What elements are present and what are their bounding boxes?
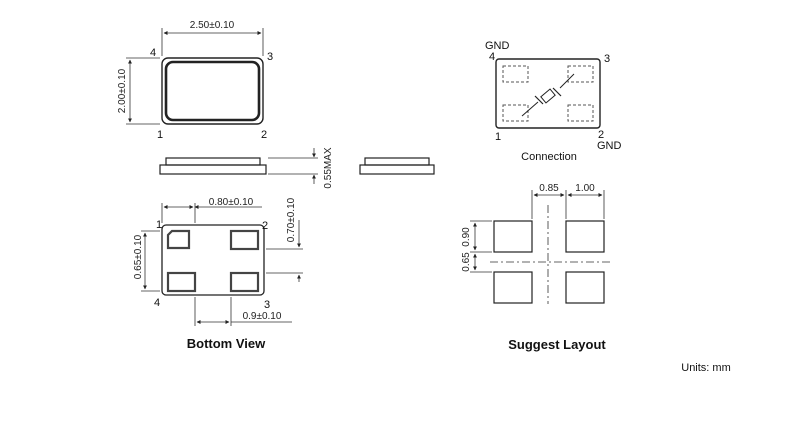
- layout-gap-dimension: 0.85: [539, 183, 559, 194]
- bottom-pin-3: 3: [264, 299, 270, 311]
- bottom-pad-3: [229, 271, 260, 293]
- side-view-end-lid: [364, 157, 430, 166]
- top-view-lid: [164, 60, 261, 122]
- pad-spacing-dimension: 0.65±0.10: [133, 234, 144, 279]
- layout-pad-height-dimension: 0.90: [461, 227, 472, 247]
- connection-diagram: GND 4 3 1 2 GND Connection: [485, 40, 622, 163]
- bottom-view-caption: Bottom View: [187, 336, 266, 351]
- connection-pad-1: [502, 104, 529, 122]
- connection-pad-2: [567, 104, 594, 122]
- top-view: 2.50±0.10 2.00±0.10 4 3 1 2: [117, 20, 273, 141]
- top-view-outline: [161, 57, 264, 125]
- pad-width-dimension: 0.9±0.10: [243, 311, 282, 322]
- top-pin-4: 4: [150, 47, 156, 59]
- top-pin-3: 3: [267, 51, 273, 63]
- layout-pad-top-left: [493, 220, 533, 253]
- suggest-layout: 0.85 1.00 0.90 0.65 Suggest Layout: [461, 183, 610, 352]
- side-view-lid: [165, 157, 261, 166]
- thickness-dimension: 0.55MAX: [323, 147, 334, 188]
- side-view-end-body: [359, 164, 435, 175]
- connection-outline: [495, 58, 601, 129]
- connection-gnd-label-top: GND: [485, 40, 510, 52]
- connection-caption: Connection: [521, 151, 577, 163]
- crystal-icon: [521, 73, 575, 117]
- bottom-pin-4: 4: [154, 297, 160, 309]
- side-view: 0.55MAX: [159, 147, 435, 189]
- pad-height-dimension: 0.70±0.10: [286, 197, 297, 242]
- layout-pad-bottom-right: [565, 271, 605, 304]
- top-pin-2: 2: [261, 129, 267, 141]
- connection-pin-1: 1: [495, 131, 501, 143]
- top-pin-1: 1: [157, 129, 163, 141]
- layout-vgap-dimension: 0.65: [461, 252, 472, 272]
- suggest-layout-caption: Suggest Layout: [508, 337, 606, 352]
- connection-gnd-label-bottom: GND: [597, 140, 622, 152]
- bottom-view-outline: [161, 224, 265, 296]
- layout-pad-top-right: [565, 220, 605, 253]
- connection-pin-3: 3: [604, 53, 610, 65]
- connection-pin-4: 4: [489, 51, 495, 63]
- units-note: Units: mm: [681, 362, 731, 374]
- side-view-body: [159, 164, 267, 175]
- bottom-view: 0.80±0.10 0.70±0.10 0.65±0.10 0.9±0.10 1…: [133, 197, 303, 351]
- bottom-pad-2: [229, 229, 260, 251]
- pad-pitch-dimension: 0.80±0.10: [209, 197, 254, 208]
- connection-pad-4: [502, 65, 529, 83]
- width-dimension: 2.50±0.10: [190, 20, 235, 31]
- bottom-pad-4: [166, 271, 197, 293]
- connection-pin-2: 2: [598, 129, 604, 141]
- layout-pad-width-dimension: 1.00: [575, 183, 595, 194]
- height-dimension: 2.00±0.10: [117, 68, 128, 113]
- bottom-pin-2: 2: [262, 220, 268, 232]
- bottom-pad-1: [166, 229, 191, 250]
- layout-pad-bottom-left: [493, 271, 533, 304]
- bottom-pin-1: 1: [156, 219, 162, 231]
- connection-pad-3: [567, 65, 594, 83]
